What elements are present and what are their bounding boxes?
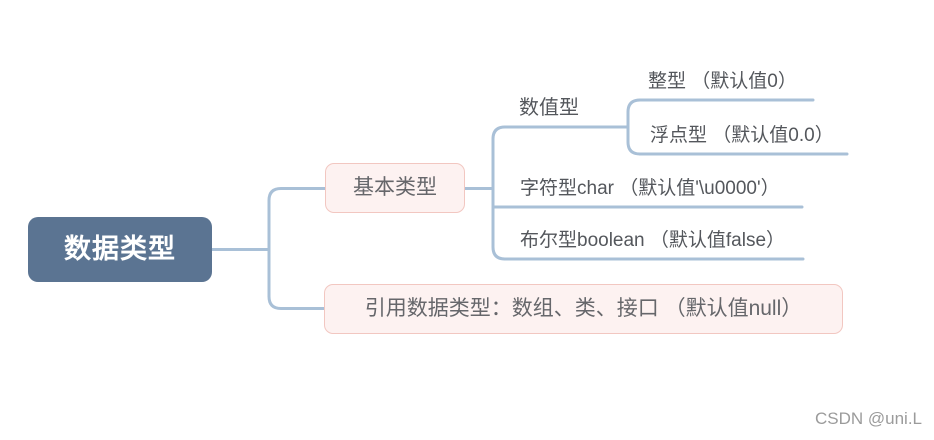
node-basic-type[interactable]: 基本类型 [325,163,465,213]
node-integer-type[interactable]: 整型 （默认值0） [648,71,797,92]
node-float-type[interactable]: 浮点型 （默认值0.0） [650,125,834,146]
connector-root-trunk [267,187,327,310]
node-numeric-type[interactable]: 数值型 [519,97,579,119]
csdn-watermark: CSDN @uni.L [814,409,922,428]
node-root-data-type[interactable]: 数据类型 [28,217,212,282]
node-char-type[interactable]: 字符型char （默认值'\u0000'） [520,178,780,199]
node-reference-type[interactable]: 引用数据类型：数组、类、接口 （默认值null） [324,284,843,334]
connector-numeric-trunk [626,98,642,156]
connector-basic-trunk [491,125,507,261]
node-boolean-type[interactable]: 布尔型boolean （默认值false） [520,230,786,251]
